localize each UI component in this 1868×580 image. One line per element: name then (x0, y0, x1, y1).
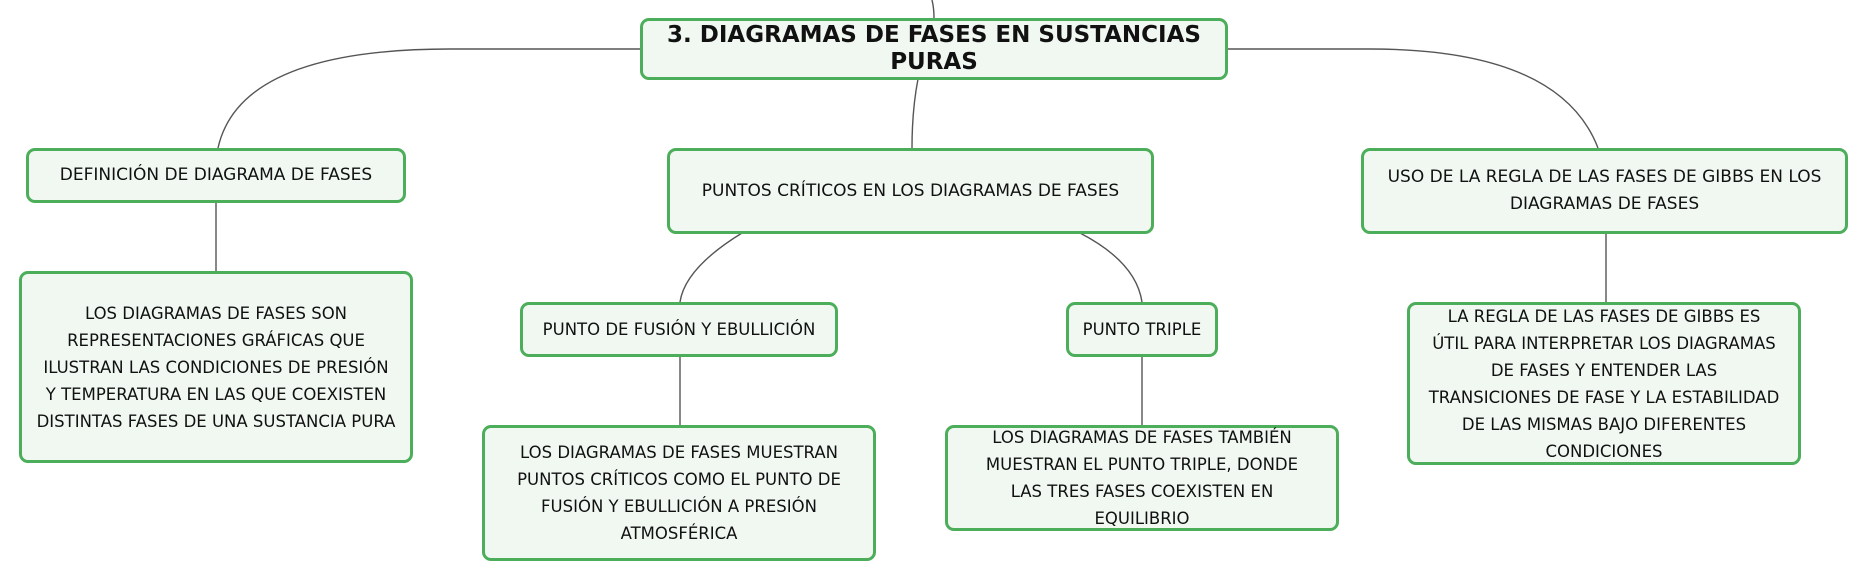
topic-definicion[interactable]: DEFINICIÓN DE DIAGRAMA DE FASES (26, 148, 406, 203)
connector-parent-root (931, 0, 935, 19)
connector-root-puntos (911, 78, 919, 149)
detail-definicion[interactable]: LOS DIAGRAMAS DE FASES SON REPRESENTACIO… (19, 271, 413, 463)
connector-puntos-fusion (679, 232, 743, 303)
topic-puntos-criticos[interactable]: PUNTOS CRÍTICOS EN LOS DIAGRAMAS DE FASE… (667, 148, 1154, 234)
detail-definicion-text: LOS DIAGRAMAS DE FASES SON REPRESENTACIO… (36, 303, 396, 431)
connector-root-gibbs (1226, 48, 1599, 149)
detail-regla-gibbs-text: LA REGLA DE LAS FASES DE GIBBS ES ÚTIL P… (1428, 306, 1780, 461)
connector-root-definicion (217, 48, 642, 149)
detail-fusion-ebullicion[interactable]: LOS DIAGRAMAS DE FASES MUESTRAN PUNTOS C… (482, 425, 876, 561)
detail-regla-gibbs[interactable]: LA REGLA DE LAS FASES DE GIBBS ES ÚTIL P… (1407, 302, 1801, 465)
topic-puntos-criticos-label: PUNTOS CRÍTICOS EN LOS DIAGRAMAS DE FASE… (701, 180, 1120, 201)
root-topic[interactable]: 3. DIAGRAMAS DE FASES EN SUSTANCIAS PURA… (640, 18, 1228, 80)
connector-puntos-triple (1079, 232, 1143, 303)
topic-regla-gibbs-label: USO DE LA REGLA DE LAS FASES DE GIBBS EN… (1387, 167, 1822, 214)
subtopic-fusion-ebullicion-label: PUNTO DE FUSIÓN Y EBULLICIÓN (542, 320, 816, 339)
subtopic-punto-triple-label: PUNTO TRIPLE (1082, 320, 1202, 339)
detail-punto-triple[interactable]: LOS DIAGRAMAS DE FASES TAMBIÉN MUESTRAN … (945, 425, 1339, 531)
subtopic-punto-triple[interactable]: PUNTO TRIPLE (1066, 302, 1218, 357)
detail-fusion-ebullicion-text: LOS DIAGRAMAS DE FASES MUESTRAN PUNTOS C… (517, 443, 841, 543)
subtopic-fusion-ebullicion[interactable]: PUNTO DE FUSIÓN Y EBULLICIÓN (520, 302, 838, 357)
root-title: 3. DIAGRAMAS DE FASES EN SUSTANCIAS PURA… (667, 22, 1201, 75)
topic-regla-gibbs[interactable]: USO DE LA REGLA DE LAS FASES DE GIBBS EN… (1361, 148, 1848, 234)
topic-definicion-label: DEFINICIÓN DE DIAGRAMA DE FASES (59, 165, 373, 185)
detail-punto-triple-text: LOS DIAGRAMAS DE FASES TAMBIÉN MUESTRAN … (985, 428, 1299, 528)
